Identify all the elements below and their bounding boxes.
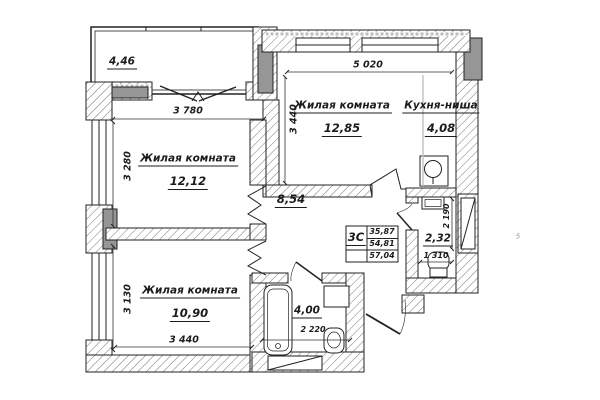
kitchen-opening bbox=[369, 168, 406, 198]
hallway-area: 8,54 bbox=[274, 192, 308, 208]
washbasin-icon bbox=[323, 327, 345, 354]
bathtub-icon bbox=[263, 284, 293, 356]
door-opening-living3 bbox=[246, 240, 267, 276]
dim-living3-depth: 3 130 bbox=[122, 284, 134, 314]
living2-area: 12,85 bbox=[321, 121, 363, 137]
dim-living1-depth: 3 280 bbox=[122, 151, 134, 181]
dim-wc-width: 1 310 bbox=[423, 251, 449, 260]
living3-label: Жилая комната bbox=[140, 284, 240, 299]
balcony-door-leaf bbox=[159, 85, 198, 102]
stamp-total-area: 57,04 bbox=[369, 251, 395, 260]
kitchen-sink-icon bbox=[419, 155, 449, 187]
vent-shaft-icon bbox=[460, 197, 476, 250]
doors bbox=[159, 85, 413, 335]
living1-label: Жилая комната bbox=[138, 152, 238, 167]
dim-bathroom-width: 2 220 bbox=[300, 325, 326, 334]
living3-area: 10,90 bbox=[169, 306, 211, 322]
kitchen-area: 4,08 bbox=[424, 121, 458, 137]
living2-label: Жилая комната bbox=[292, 99, 392, 114]
entrance-door-leaf bbox=[365, 313, 401, 335]
fixtures bbox=[263, 155, 476, 371]
apartment-stamp-table bbox=[345, 225, 399, 263]
vent-shaft-icon bbox=[267, 355, 323, 371]
windows bbox=[91, 37, 439, 341]
bathroom-door-leaf bbox=[295, 261, 323, 282]
balcony-area: 4,46 bbox=[107, 55, 137, 70]
wc-area: 2,32 bbox=[423, 232, 453, 247]
living1-area: 12,12 bbox=[167, 174, 209, 190]
dim-living2-depth: 3 440 bbox=[288, 104, 300, 134]
balcony-door-leaf bbox=[198, 86, 237, 102]
stamp-living-area: 35,87 bbox=[369, 227, 395, 236]
washing-machine-icon bbox=[323, 285, 350, 308]
stamp-apartment-type: 3С bbox=[345, 230, 367, 246]
dim-wc-depth: 2 190 bbox=[442, 203, 451, 229]
dim-living3-width: 3 440 bbox=[169, 334, 199, 346]
bathroom-area: 4,00 bbox=[292, 304, 322, 319]
dimension-lines bbox=[110, 69, 455, 353]
wc-door-leaf bbox=[396, 212, 413, 231]
dim-living2-width: 5 020 bbox=[353, 59, 383, 71]
kitchen-label: Кухня-ниша bbox=[402, 99, 480, 114]
stamp-apartment-area: 54,81 bbox=[369, 239, 395, 248]
door-opening-living1 bbox=[247, 185, 267, 225]
wc-basin-icon bbox=[421, 196, 445, 210]
stray-mark: 5 bbox=[515, 232, 521, 241]
dim-living1-width: 3 780 bbox=[173, 105, 203, 117]
